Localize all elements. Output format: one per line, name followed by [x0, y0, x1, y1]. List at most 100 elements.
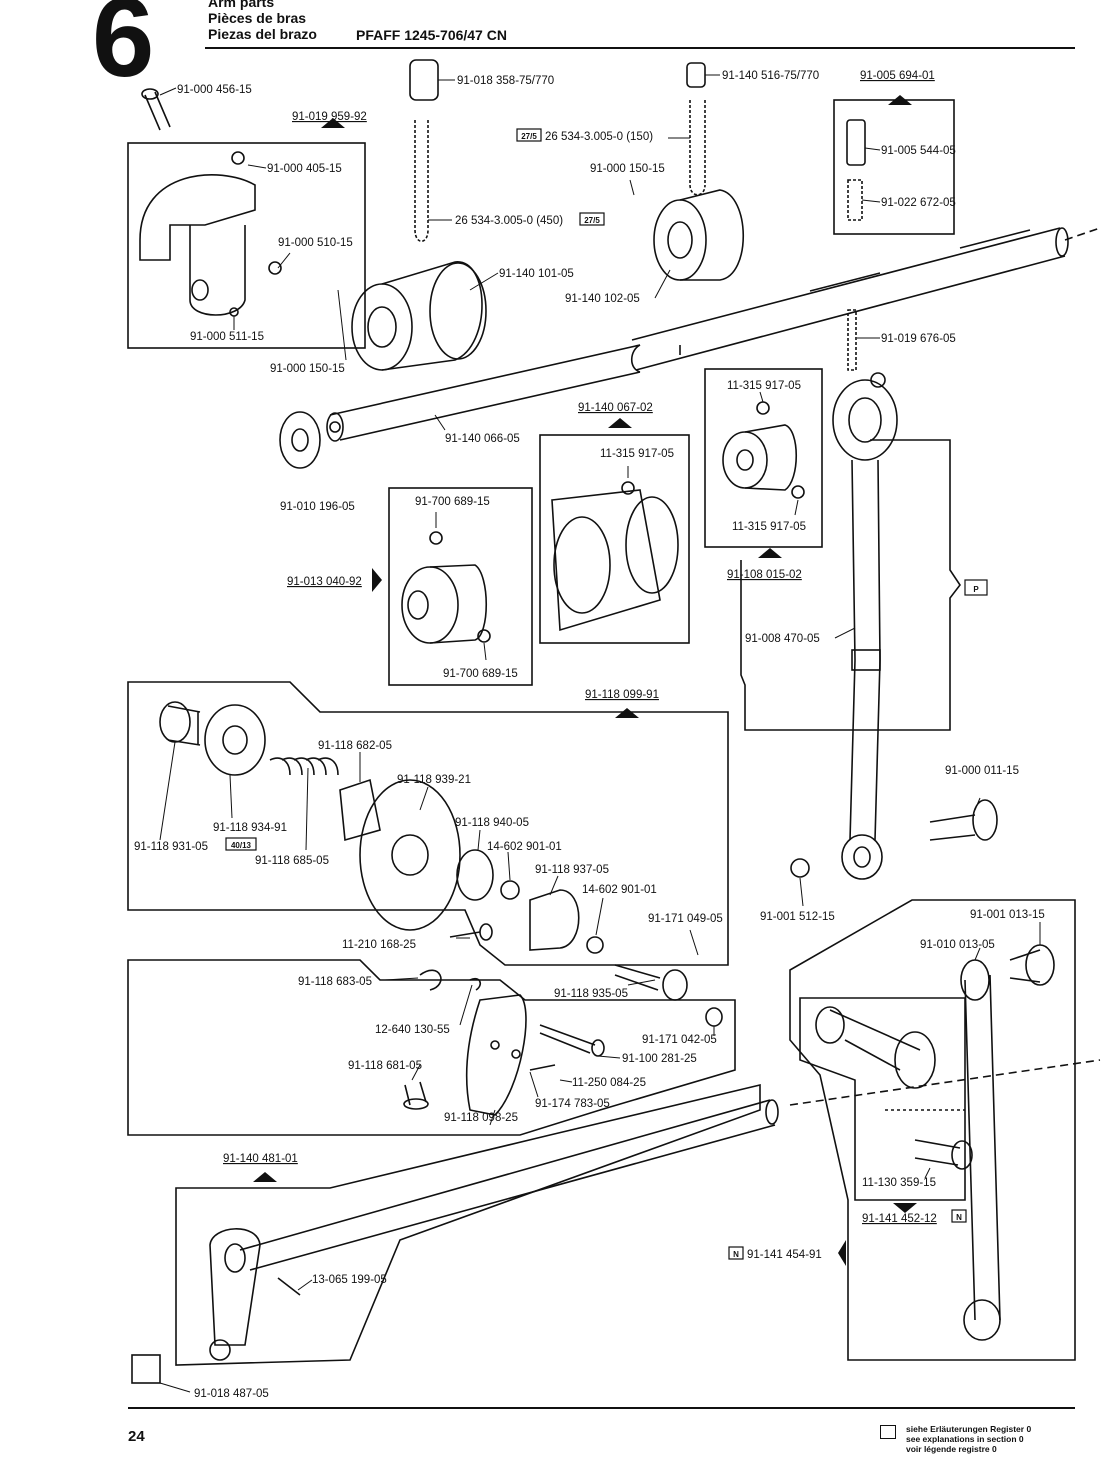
label-part: 11-315 917-05	[732, 521, 806, 533]
legend-en: see explanations in section 0	[906, 1434, 1024, 1444]
label-part: 14-602 901-01	[582, 884, 657, 896]
label-part: 91-010 013-05	[920, 939, 995, 951]
label-part: 91-118 935-05	[554, 988, 628, 1000]
section-number: 6	[92, 0, 155, 100]
label-group: 91-019 959-92	[292, 111, 367, 123]
label-part: 11-315 917-05	[600, 448, 674, 460]
box-collar-small	[704, 368, 823, 548]
box-shaft	[175, 1083, 761, 1366]
marker-i	[838, 1240, 846, 1266]
label-part: 91-000 405-15	[267, 163, 342, 175]
box-link	[789, 899, 1076, 1361]
tag-6: N	[733, 1250, 739, 1259]
label-part: 14-602 901-01	[487, 841, 562, 853]
label-part: 11-130 359-15	[862, 1177, 936, 1189]
label-group: 91-118 099-91	[585, 689, 659, 701]
label-part: 91-000 511-15	[190, 331, 264, 343]
label-part: 91-100 281-25	[622, 1053, 697, 1065]
label-part: 91-005 544-05	[881, 145, 956, 157]
label-part: 91-019 676-05	[881, 333, 956, 345]
tag-3: 40/13	[231, 841, 252, 850]
label-part: 91-000 150-15	[270, 363, 345, 375]
tag-4: P	[973, 585, 979, 594]
bracket-line	[740, 439, 961, 731]
tag-box-4	[964, 579, 988, 596]
label-part: 91-000 150-15	[590, 163, 665, 175]
label-part: 26 534-3.005-0 (450)	[455, 215, 563, 227]
marker-f	[615, 708, 639, 718]
title-en: Arm parts	[208, 0, 275, 10]
label-part: 91-700 689-15	[443, 668, 518, 680]
label-part: 91-118 683-05	[298, 976, 372, 988]
label-group: 91-013 040-92	[287, 576, 362, 588]
label-part: 91-700 689-15	[415, 496, 490, 508]
marker-a	[888, 95, 912, 105]
label-part: 91-140 101-05	[499, 268, 574, 280]
box-lower-tension	[127, 959, 736, 1136]
label-part: 91-118 939-21	[397, 774, 471, 786]
model-name: PFAFF 1245-706/47 CN	[356, 27, 507, 43]
label-part: 91-140 066-05	[445, 433, 520, 445]
tag-box-2	[579, 212, 605, 226]
label-part: 91-118 931-05	[134, 841, 208, 853]
label-part: 11-210 168-25	[342, 939, 416, 951]
label-part: 26 534-3.005-0 (150)	[545, 131, 653, 143]
label-part: 91-000 011-15	[945, 765, 1019, 777]
marker-b	[321, 118, 345, 128]
tag-box-3	[225, 837, 257, 851]
label-part: 91-118 681-05	[348, 1060, 422, 1072]
label-part: 91-010 196-05	[280, 501, 355, 513]
page-number: 24	[128, 1428, 145, 1445]
label-part: 91-118 682-05	[318, 740, 392, 752]
label-part: 91-140 516-75/770	[722, 70, 819, 82]
label-part: 12-640 130-55	[375, 1024, 450, 1036]
label-part: 91-118 098-25	[444, 1112, 518, 1124]
legend-fr: voir légende registre 0	[906, 1444, 997, 1454]
label-part: 91-018 358-75/770	[457, 75, 554, 87]
label-part: 91-001 512-15	[760, 911, 835, 923]
label-part: 11-250 084-25	[572, 1077, 646, 1089]
label-part: 91-141 454-91	[747, 1249, 822, 1261]
label-part: 91-001 013-15	[970, 909, 1045, 921]
label-group: 91-141 452-12	[862, 1213, 937, 1225]
box-collar	[539, 434, 690, 644]
marker-g	[253, 1172, 277, 1182]
legend-box-icon	[880, 1425, 896, 1439]
tag-box-6	[728, 1246, 744, 1260]
label-part: 91-118 934-91	[213, 822, 287, 834]
box-clamp	[127, 142, 366, 349]
label-part: 91-174 783-05	[535, 1098, 610, 1110]
label-group: 91-005 694-01	[860, 70, 935, 82]
marker-h	[893, 1203, 917, 1213]
tag-1: 27/5	[521, 132, 537, 141]
label-part: 91-140 102-05	[565, 293, 640, 305]
title-fr: Pièces de bras	[208, 10, 307, 26]
label-group: 91-108 015-02	[727, 569, 802, 581]
header-rule	[205, 47, 1075, 49]
label-part: 91-118 937-05	[535, 864, 609, 876]
tag-2: 27/5	[584, 216, 600, 225]
label-part: 13-065 199-05	[312, 1274, 387, 1286]
label-group: 91-140 481-01	[223, 1153, 298, 1165]
label-part: 91-171 042-05	[642, 1034, 717, 1046]
label-part: 91-018 487-05	[194, 1388, 269, 1400]
title-es: Piezas del brazo	[208, 26, 317, 42]
label-part: 91-022 672-05	[881, 197, 956, 209]
tag-5: N	[956, 1213, 962, 1222]
marker-c	[608, 418, 632, 428]
label-part: 91-118 940-05	[455, 817, 529, 829]
marker-d	[758, 548, 782, 558]
label-group: 91-140 067-02	[578, 402, 653, 414]
label-part: 11-315 917-05	[727, 380, 801, 392]
tag-box-5	[951, 1209, 967, 1223]
box-gear	[388, 487, 533, 686]
tag-box-1	[516, 128, 542, 142]
label-part: 91-171 049-05	[648, 913, 723, 925]
legend-de: siehe Erläuterungen Register 0	[906, 1424, 1032, 1434]
marker-e	[372, 568, 382, 592]
label-part: 91-000 510-15	[278, 237, 353, 249]
label-part: 91-000 456-15	[177, 84, 252, 96]
label-part: 91-118 685-05	[255, 855, 329, 867]
label-part: 91-008 470-05	[745, 633, 820, 645]
